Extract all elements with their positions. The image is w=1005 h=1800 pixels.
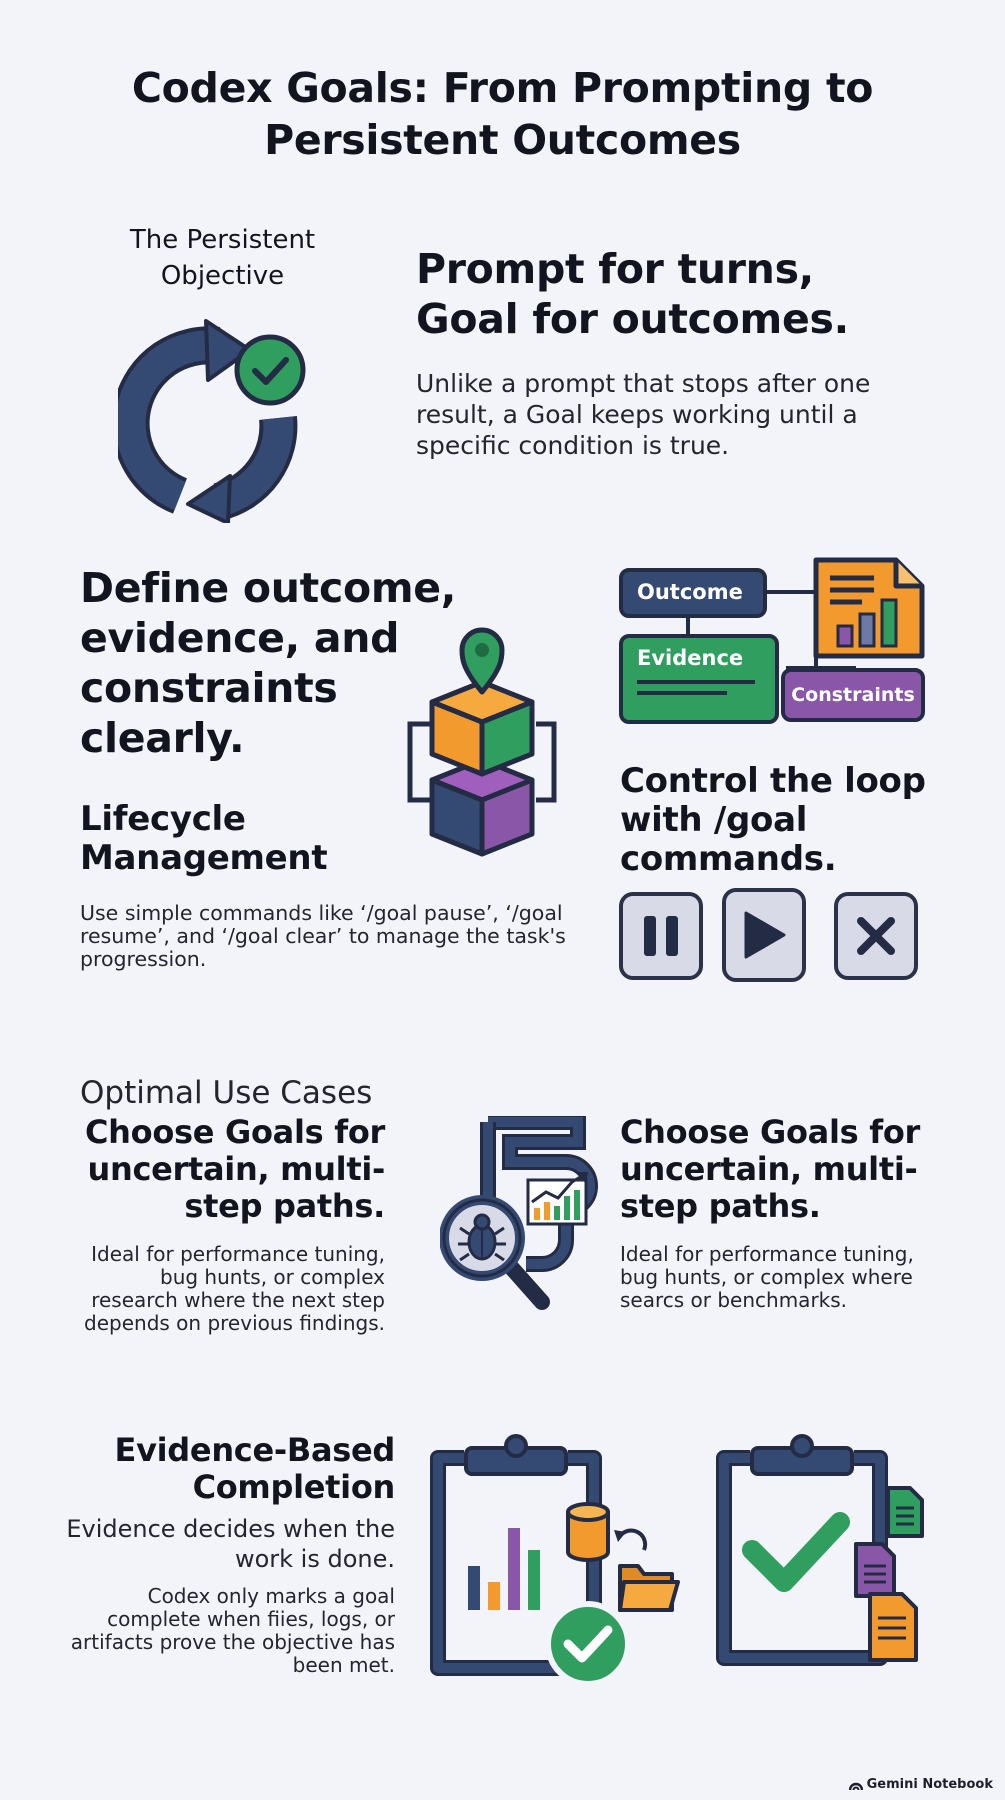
clipboard-chart-check-icon: [430, 1434, 680, 1687]
report-chart-icon: [813, 557, 925, 659]
evidence-chip-label: Evidence: [637, 646, 744, 670]
footer-brand: Gemini Notebook: [848, 1777, 993, 1792]
pause-icon: [644, 916, 678, 956]
use-cases-left-body: Ideal for performance tuning, bug hunts,…: [84, 1242, 385, 1335]
loop-check-icon: [118, 319, 306, 523]
evidence-completion-subheading: Evidence decides when the work is done.: [66, 1515, 395, 1573]
use-cases-label: Optimal Use Cases: [80, 1075, 373, 1111]
stacked-cubes-icon: [407, 627, 557, 857]
play-icon: [744, 911, 786, 959]
close-button[interactable]: [834, 892, 918, 980]
bug-search-chart-icon: [440, 1116, 598, 1310]
control-heading: Control the loop with /goal commands.: [620, 761, 926, 879]
page-title: Codex Goals: From Prompting to Persisten…: [131, 64, 874, 164]
play-button[interactable]: [722, 888, 806, 982]
section1-heading: Prompt for turns, Goal for outcomes.: [416, 245, 849, 343]
lifecycle-body: Use simple commands like ‘/goal pause’, …: [80, 901, 566, 971]
evidence-chip: Evidence: [619, 634, 779, 724]
define-heading: Define outcome, evidence, and constraint…: [80, 564, 457, 762]
notebook-logo-icon: [848, 1782, 863, 1790]
persistent-objective-label: The Persistent Objective: [129, 225, 316, 291]
outcome-chip: Outcome: [619, 568, 767, 618]
use-cases-right-heading: Choose Goals for uncertain, multi-step p…: [620, 1113, 921, 1225]
constraints-chip: Constraints: [781, 668, 925, 722]
evidence-completion-body: Codex only marks a goal complete when fi…: [70, 1584, 395, 1677]
lifecycle-heading: Lifecycle Management: [80, 799, 328, 878]
footer-brand-label: Gemini Notebook: [866, 1777, 993, 1792]
use-cases-right-body: Ideal for performance tuning, bug hunts,…: [620, 1242, 914, 1312]
use-cases-left-heading: Choose Goals for uncertain, multi-step p…: [84, 1113, 385, 1225]
section1-body: Unlike a prompt that stops after one res…: [416, 369, 871, 460]
pause-button[interactable]: [619, 892, 703, 980]
close-icon: [857, 917, 895, 955]
clipboard-check-documents-icon: [716, 1434, 924, 1666]
evidence-completion-heading: Evidence-Based Completion: [114, 1431, 396, 1506]
